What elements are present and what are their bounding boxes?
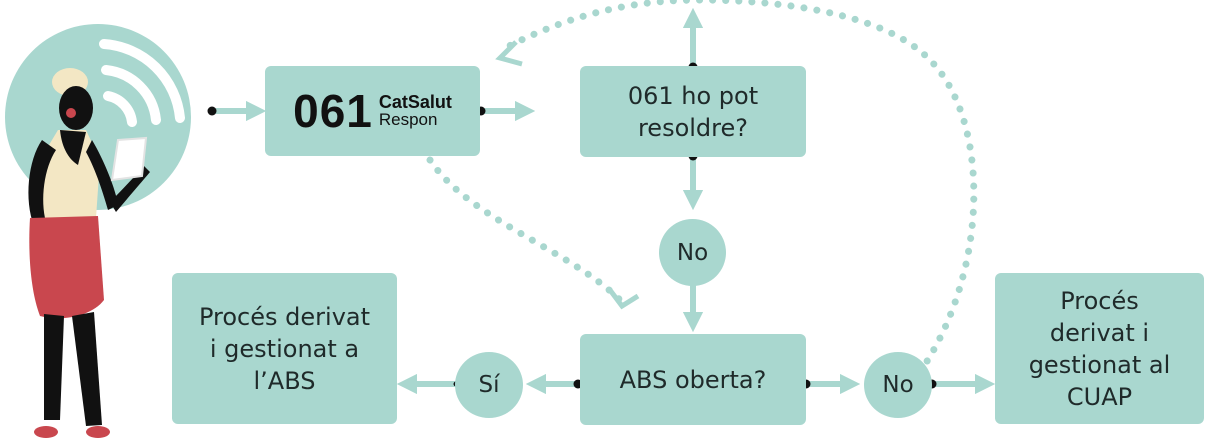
answer-no-right: No [864,352,932,418]
dotted-061-to-abs [426,156,624,304]
outcome-abs: Procés derivat i gestionat a l’ABS [172,273,397,424]
outcome-cuap: Procés derivat i gestionat al CUAP [995,273,1204,424]
service-number: 061 [293,85,373,137]
dotted-no-back-to-061 [501,0,978,376]
connector-arrows [212,7,996,395]
service-061-box: 061 CatSalut Respon [265,66,480,156]
question-can-resolve: 061 ho pot resoldre? [580,66,806,157]
service-brand: CatSalut [378,92,452,112]
answer-no-top: No [659,219,726,286]
woman-on-phone-icon [5,24,191,438]
answer-yes: Sí [455,352,523,418]
phone-signal-icon [99,39,185,127]
question-abs-open: ABS oberta? [580,334,806,425]
service-logo-text: CatSalut Respon [378,92,452,129]
service-tagline: Respon [378,110,438,129]
dotted-connectors [426,0,978,376]
dotted-arrowheads [495,40,640,310]
